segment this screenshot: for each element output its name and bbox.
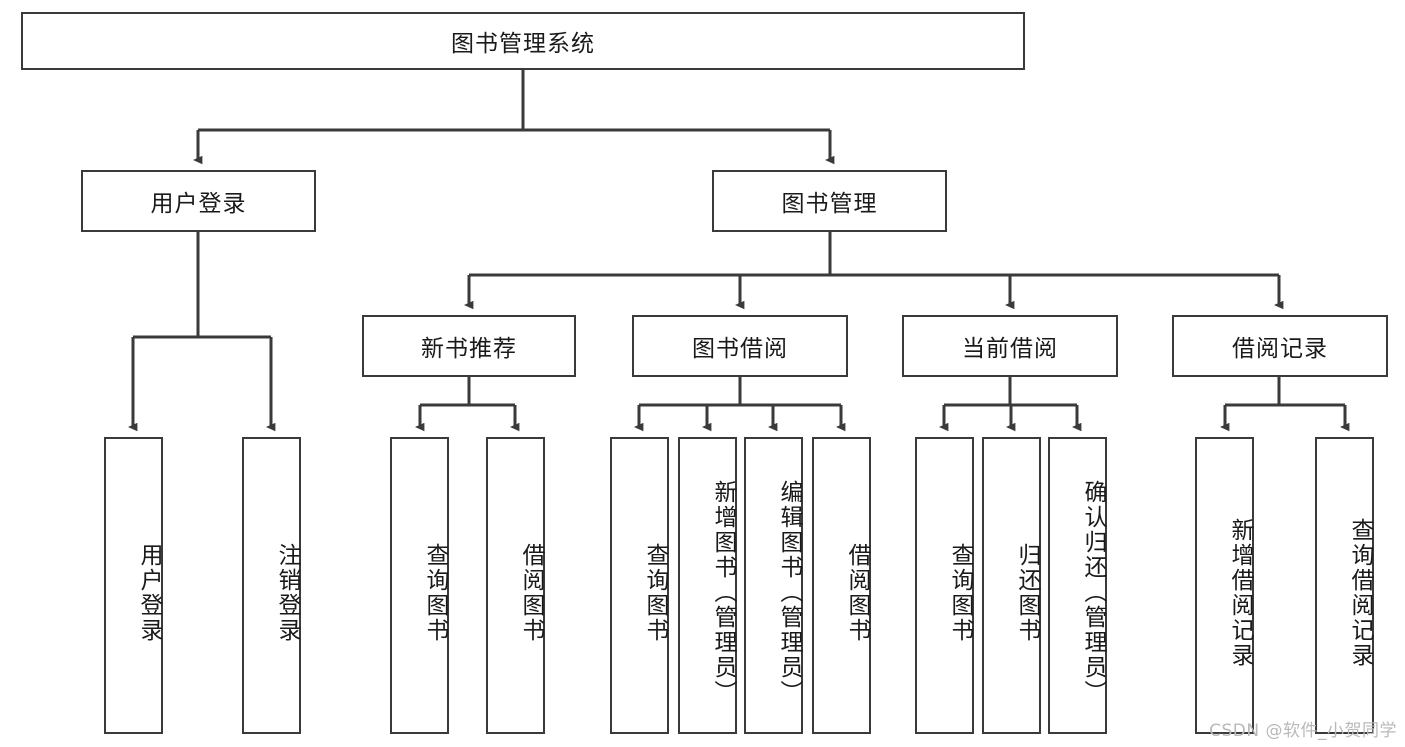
node-borrow-record-label: 借阅记录 [1232,336,1328,362]
leaf-label: 编辑图书（管理员） [776,480,802,705]
leaf-label: 查询图书 [642,542,668,643]
node-book-borrow-label: 图书借阅 [692,336,788,362]
leaf-label: 借阅图书 [844,542,870,643]
leaf-user-login-signin[interactable]: 用户登录 [104,437,163,734]
node-borrow-record[interactable]: 借阅记录 [1172,315,1388,377]
leaf-label: 注销登录 [274,542,300,643]
watermark: CSDN @软件_小贺同学 [1209,721,1397,741]
leaf-label: 归还图书 [1014,542,1040,643]
node-root-label: 图书管理系统 [451,31,595,57]
leaf-current-borrow-return[interactable]: 归还图书 [982,437,1041,734]
leaf-label: 新增图书（管理员） [710,480,736,705]
leaf-label: 用户登录 [136,542,162,643]
leaf-book-borrow-add[interactable]: 新增图书（管理员） [678,437,737,734]
node-user-login-label: 用户登录 [150,191,247,217]
leaf-user-login-signout[interactable]: 注销登录 [242,437,301,734]
leaf-book-borrow-query[interactable]: 查询图书 [610,437,669,734]
leaf-label: 查询借阅记录 [1347,517,1373,668]
leaf-label: 查询图书 [947,542,973,643]
leaf-current-borrow-confirm[interactable]: 确认归还（管理员） [1048,437,1107,734]
node-root[interactable]: 图书管理系统 [21,12,1025,70]
node-book-management[interactable]: 图书管理 [712,170,947,232]
node-new-book-recommend[interactable]: 新书推荐 [362,315,576,377]
leaf-book-borrow-edit[interactable]: 编辑图书（管理员） [744,437,803,734]
node-new-book-recommend-label: 新书推荐 [421,336,517,362]
leaf-label: 确认归还（管理员） [1080,480,1106,705]
leaf-new-book-borrow[interactable]: 借阅图书 [486,437,545,734]
leaf-borrow-record-add[interactable]: 新增借阅记录 [1195,437,1254,734]
leaf-label: 借阅图书 [518,542,544,643]
leaf-label: 新增借阅记录 [1227,517,1253,668]
node-current-borrow-label: 当前借阅 [962,336,1058,362]
leaf-borrow-record-query[interactable]: 查询借阅记录 [1315,437,1374,734]
node-book-management-label: 图书管理 [781,191,878,217]
node-current-borrow[interactable]: 当前借阅 [902,315,1118,377]
leaf-label: 查询图书 [422,542,448,643]
leaf-new-book-query[interactable]: 查询图书 [390,437,449,734]
node-book-borrow[interactable]: 图书借阅 [632,315,848,377]
leaf-book-borrow-lend[interactable]: 借阅图书 [812,437,871,734]
node-user-login[interactable]: 用户登录 [81,170,316,232]
leaf-current-borrow-query[interactable]: 查询图书 [915,437,974,734]
